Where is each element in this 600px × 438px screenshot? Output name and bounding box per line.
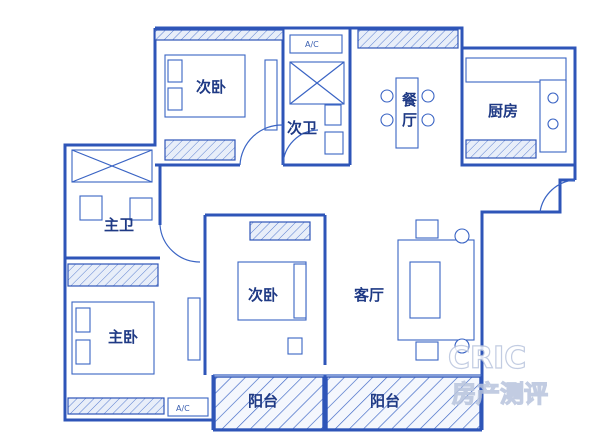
ac-unit-bottom bbox=[167, 397, 209, 417]
ac-unit-top bbox=[289, 34, 343, 54]
room-label-balcony-right: 阳台 bbox=[370, 392, 400, 410]
room-label-dining-2: 厅 bbox=[402, 111, 417, 129]
kitchen-area bbox=[465, 57, 567, 159]
coffee-table-icon bbox=[409, 261, 441, 319]
room-label-living: 客厅 bbox=[353, 286, 384, 304]
stove-icon bbox=[539, 79, 567, 153]
room-label-kitchen: 厨房 bbox=[488, 102, 518, 120]
room-label-bedroom-master: 主卧 bbox=[108, 328, 138, 346]
balcony-left bbox=[214, 376, 324, 430]
sink-master-icon bbox=[129, 197, 153, 221]
interior-walls bbox=[65, 28, 575, 430]
living-room bbox=[397, 219, 475, 361]
balcony-right bbox=[326, 376, 481, 430]
bedroom-top bbox=[154, 29, 284, 166]
kitchen-door-icon bbox=[539, 179, 576, 213]
ac-label-top: A/C bbox=[305, 40, 319, 49]
room-label-bathroom-master: 主卫 bbox=[104, 216, 134, 234]
sink-icon bbox=[324, 131, 344, 155]
room-label-dining-1: 餐 bbox=[402, 91, 418, 109]
ac-label-bottom: A/C bbox=[176, 404, 190, 413]
toilet-master-icon bbox=[79, 195, 103, 221]
bedroom-master bbox=[67, 263, 209, 417]
wardrobe-icon bbox=[264, 59, 278, 131]
room-label-bedroom-top: 次卧 bbox=[196, 78, 226, 96]
bedroom-middle bbox=[237, 221, 311, 355]
watermark-line1: CRIC bbox=[448, 341, 526, 376]
dining-table-icon bbox=[395, 77, 419, 149]
bathroom-master bbox=[71, 149, 201, 263]
watermark-line2: 房产测评 bbox=[452, 380, 548, 408]
bathroom-second bbox=[282, 34, 345, 166]
room-label-bedroom-middle: 次卧 bbox=[248, 286, 278, 304]
room-label-bathroom-second: 次卫 bbox=[287, 119, 317, 137]
dining-area bbox=[357, 29, 459, 149]
counter-icon bbox=[465, 57, 567, 83]
watermark-logo: CRIC 房产测评 bbox=[447, 340, 548, 408]
toilet-icon bbox=[324, 104, 342, 126]
room-label-balcony-left: 阳台 bbox=[248, 392, 278, 410]
